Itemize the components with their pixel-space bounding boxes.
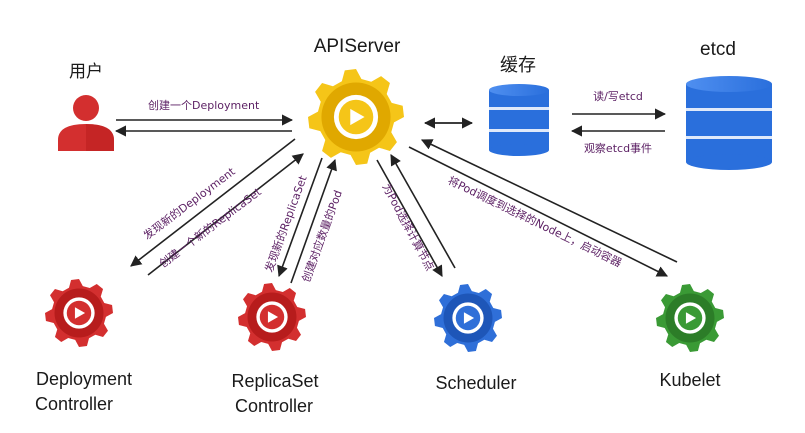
arrow-apiserver-to-scheduler: [376, 159, 443, 277]
replicaset-controller-label-line1: ReplicaSet: [231, 371, 318, 391]
kubelet-label: Kubelet: [659, 370, 720, 390]
edge-label-discover-new-deployment: 发现新的Deployment: [140, 164, 238, 243]
scheduler-node: Scheduler: [434, 284, 517, 393]
replicaset-controller-node: ReplicaSet Controller: [231, 283, 319, 416]
deployment-controller-gear-icon: [45, 279, 113, 347]
etcd-label: etcd: [700, 39, 736, 60]
arrow-replicaset-controller-to-apiserver: [290, 158, 337, 284]
edge-label-bind-pod-start-container: 将Pod调度到选择的Node上，启动容器: [446, 173, 624, 270]
user-label: 用户: [69, 62, 103, 81]
arrow-deployment-controller-to-apiserver: [147, 153, 304, 276]
arrow-scheduler-to-apiserver: [390, 154, 456, 269]
edge-label-select-node-for-pod: 为Pod选择计算节点: [379, 181, 437, 273]
edge-label-read-write-etcd: 读/写etcd: [593, 89, 643, 103]
apiserver-gear-icon: [308, 69, 404, 165]
edge-cache-etcd: 读/写etcd 观察etcd事件: [570, 89, 667, 155]
kubelet-gear-icon: [656, 284, 724, 352]
scheduler-gear-icon: [434, 284, 502, 352]
arrow-apiserver-to-replicaset-controller: [277, 157, 323, 278]
apiserver-node: APIServer: [308, 36, 404, 165]
kubelet-node: Kubelet: [656, 284, 724, 390]
etcd-node: etcd: [686, 39, 772, 170]
arrow-apiserver-to-kubelet: [408, 146, 669, 277]
edge-label-create-deployment: 创建一个Deployment: [148, 98, 260, 112]
cache-node: 缓存: [489, 55, 549, 156]
scheduler-label: Scheduler: [435, 373, 516, 393]
etcd-database-icon: [686, 76, 772, 170]
edge-apiserver-scheduler: 为Pod选择计算节点: [376, 154, 456, 277]
arrow-apiserver-to-deployment-controller: [130, 138, 296, 267]
deployment-controller-label-line1: Deployment: [36, 369, 132, 389]
user-icon: [58, 95, 114, 151]
arrow-kubelet-to-apiserver: [420, 139, 678, 263]
replicaset-controller-label-line2: Controller: [235, 396, 313, 416]
edge-label-create-new-replicaset: 创建一个新的ReplicaSet: [156, 184, 264, 270]
replicaset-controller-gear-icon: [238, 283, 306, 351]
deployment-controller-label-line2: Controller: [35, 394, 113, 414]
user-node: 用户: [58, 62, 114, 151]
edge-apiserver-kubelet: 将Pod调度到选择的Node上，启动容器: [408, 139, 678, 277]
cache-database-icon: [489, 84, 549, 156]
edge-label-watch-etcd-events: 观察etcd事件: [584, 141, 652, 155]
cache-label: 缓存: [500, 55, 536, 75]
deployment-controller-node: Deployment Controller: [35, 279, 132, 414]
edge-user-apiserver: 创建一个Deployment: [114, 98, 294, 137]
apiserver-label: APIServer: [314, 36, 401, 57]
